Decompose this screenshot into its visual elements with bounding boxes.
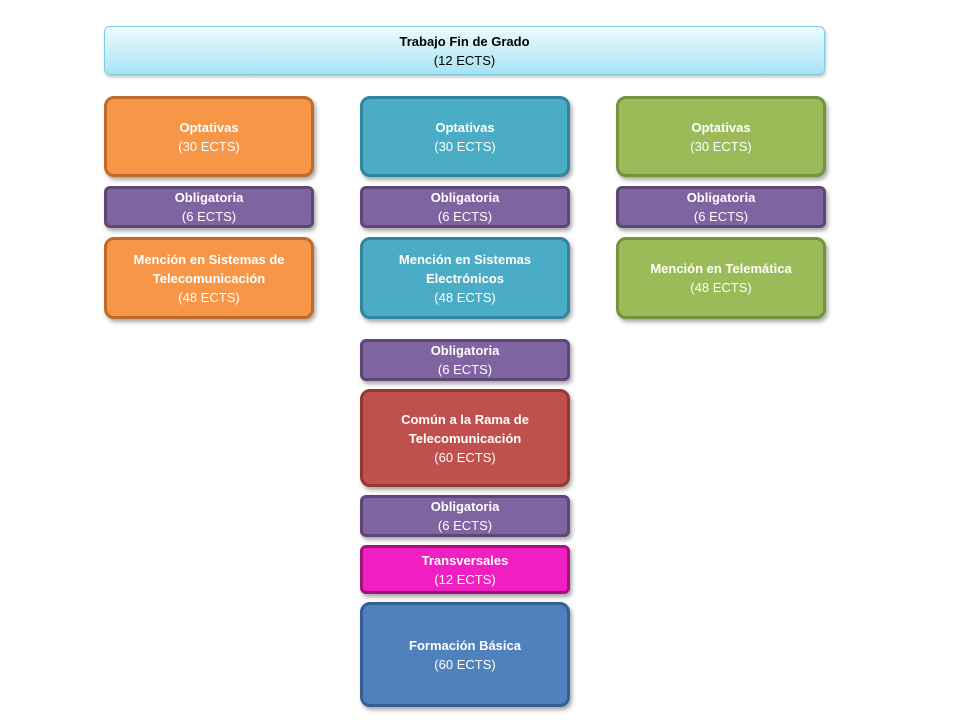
box-credits: (6 ECTS) — [693, 209, 749, 224]
box-title: Optativas — [179, 119, 239, 135]
box-title: Obligatoria — [174, 190, 244, 205]
comun-rama-box: Común a la Rama de Telecomunicación (60 … — [360, 389, 570, 487]
box-title: Obligatoria — [430, 190, 500, 205]
box-credits: (48 ECTS) — [434, 289, 496, 305]
box-title: Optativas — [435, 119, 495, 135]
trabajo-fin-de-grado-box: Trabajo Fin de Grado (12 ECTS) — [104, 26, 825, 75]
box-title: Optativas — [691, 119, 751, 135]
box-credits: (30 ECTS) — [690, 138, 752, 154]
box-credits: (6 ECTS) — [437, 518, 493, 533]
box-credits: (12 ECTS) — [434, 571, 496, 587]
box-credits: (6 ECTS) — [437, 209, 493, 224]
box-credits: (30 ECTS) — [178, 138, 240, 154]
box-credits: (48 ECTS) — [690, 280, 752, 295]
box-credits: (6 ECTS) — [437, 362, 493, 377]
middle-obligatoria-box: Obligatoria (6 ECTS) — [360, 186, 570, 228]
box-title: Común a la Rama de Telecomunicación — [401, 411, 529, 446]
box-title: Obligatoria — [686, 190, 756, 205]
box-title: Mención en Sistemas Electrónicos — [398, 251, 532, 286]
box-credits: (60 ECTS) — [434, 656, 496, 672]
left-mencion-box: Mención en Sistemas de Telecomunicación … — [104, 237, 314, 319]
right-obligatoria-box: Obligatoria (6 ECTS) — [616, 186, 826, 228]
middle-optativas-box: Optativas (30 ECTS) — [360, 96, 570, 177]
box-title: Trabajo Fin de Grado — [399, 33, 530, 49]
box-title: Mención en Sistemas de Telecomunicación — [133, 251, 285, 286]
formacion-basica-box: Formación Básica (60 ECTS) — [360, 602, 570, 707]
box-credits: (48 ECTS) — [178, 289, 240, 305]
box-credits: (60 ECTS) — [434, 449, 496, 465]
box-credits: (30 ECTS) — [434, 138, 496, 154]
box-title: Transversales — [421, 552, 509, 568]
box-title: Obligatoria — [430, 343, 500, 358]
trunk-obligatoria-box-2: Obligatoria (6 ECTS) — [360, 495, 570, 537]
box-title: Formación Básica — [409, 637, 521, 653]
trunk-obligatoria-box-1: Obligatoria (6 ECTS) — [360, 339, 570, 381]
transversales-box: Transversales (12 ECTS) — [360, 545, 570, 594]
box-title: Mención en Telemática — [650, 261, 792, 276]
left-obligatoria-box: Obligatoria (6 ECTS) — [104, 186, 314, 228]
box-credits: (6 ECTS) — [181, 209, 237, 224]
box-title: Obligatoria — [430, 499, 500, 514]
box-credits: (12 ECTS) — [433, 52, 496, 68]
middle-mencion-box: Mención en Sistemas Electrónicos (48 ECT… — [360, 237, 570, 319]
left-optativas-box: Optativas (30 ECTS) — [104, 96, 314, 177]
right-optativas-box: Optativas (30 ECTS) — [616, 96, 826, 177]
right-mencion-box: Mención en Telemática (48 ECTS) — [616, 237, 826, 319]
